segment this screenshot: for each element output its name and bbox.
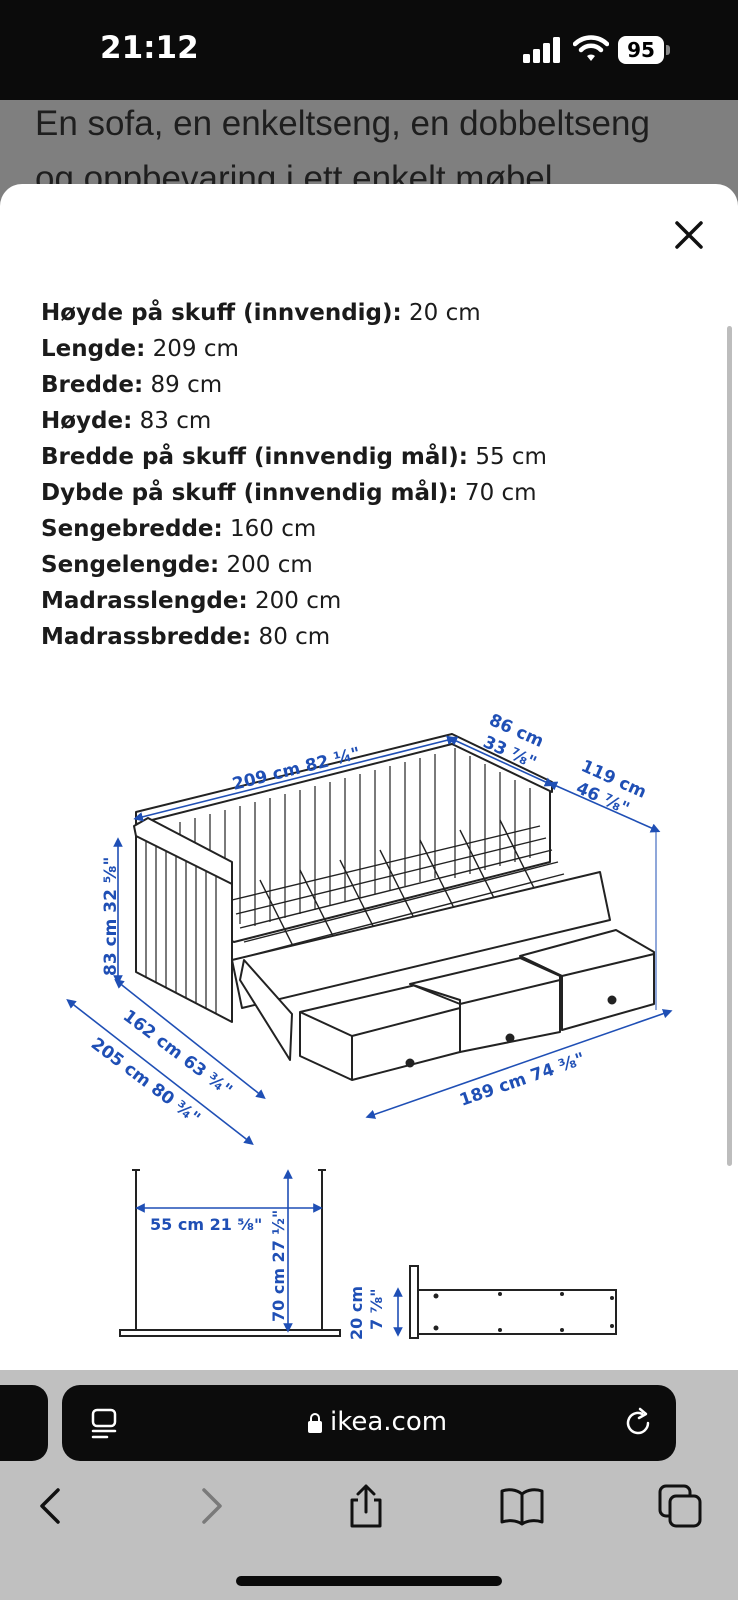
spec-label: Sengelengde: xyxy=(41,552,220,578)
battery-level: 95 xyxy=(618,36,664,64)
spec-value: 70 cm xyxy=(457,480,537,506)
status-bar: 21:12 95 xyxy=(0,0,738,100)
drawer-top-view xyxy=(119,1169,341,1337)
spec-label: Bredde: xyxy=(41,372,144,398)
spec-row: Bredde: 89 cm xyxy=(41,367,701,403)
drawer-side-view xyxy=(409,1265,617,1339)
wifi-icon xyxy=(573,35,609,61)
browser-toolbar: ikea.com xyxy=(0,1370,738,1600)
spec-row: Madrassbredde: 80 cm xyxy=(41,619,701,655)
spec-row: Høyde på skuff (innvendig): 20 cm xyxy=(41,295,701,331)
spec-value: 80 cm xyxy=(251,624,331,650)
reader-view-icon[interactable] xyxy=(90,1407,120,1439)
spec-label: Bredde på skuff (innvendig mål): xyxy=(41,444,469,470)
drawer-height-cm-label: 20 cm xyxy=(347,1286,366,1340)
spec-value: 55 cm xyxy=(468,444,547,470)
spec-value: 160 cm xyxy=(222,516,317,542)
height-label: 83 cm 32 ⅝" xyxy=(101,857,121,976)
spec-label: Sengebredde: xyxy=(41,516,223,542)
address-bar[interactable]: ikea.com xyxy=(62,1385,676,1461)
spec-row: Lengde: 209 cm xyxy=(41,331,701,367)
bookmarks-icon[interactable] xyxy=(498,1482,546,1530)
product-dimension-diagram: 209 cm 82 ¼" 86 cm 33 ⅞" 119 cm 46 ⅞" 83… xyxy=(66,710,673,1340)
close-icon[interactable] xyxy=(665,211,715,261)
spec-value: 89 cm xyxy=(143,372,223,398)
battery-icon: 95 xyxy=(618,36,670,64)
spec-value: 20 cm xyxy=(401,300,481,326)
spec-value: 209 cm xyxy=(145,336,239,362)
spec-value: 200 cm xyxy=(219,552,313,578)
spec-label: Lengde: xyxy=(41,336,146,362)
spec-label: Høyde på skuff (innvendig): xyxy=(41,300,402,326)
share-icon[interactable] xyxy=(342,1482,390,1530)
spec-row: Dybde på skuff (innvendig mål): 70 cm xyxy=(41,475,701,511)
drawer-run-label: 189 cm 74 ⅜" xyxy=(457,1049,588,1111)
spec-row: Høyde: 83 cm xyxy=(41,403,701,439)
background-line-1: En sofa, en enkeltseng, en dobbeltseng xyxy=(35,104,650,143)
back-icon[interactable] xyxy=(28,1482,76,1530)
drawer-depth-label: 70 cm 27 ½" xyxy=(269,1210,288,1322)
spec-row: Bredde på skuff (innvendig mål): 55 cm xyxy=(41,439,701,475)
spec-label: Madrassbredde: xyxy=(41,624,252,650)
tabs-icon[interactable] xyxy=(656,1482,704,1530)
spec-row: Sengelengde: 200 cm xyxy=(41,547,701,583)
dimension-lines xyxy=(66,735,673,1145)
spec-label: Dybde på skuff (innvendig mål): xyxy=(41,480,458,506)
drawer-height-in-label: 7 ⅞" xyxy=(367,1288,386,1330)
spec-value: 200 cm xyxy=(247,588,342,614)
spec-row: Madrasslengde: 200 cm xyxy=(41,583,701,619)
home-indicator[interactable] xyxy=(236,1576,502,1586)
lock-icon xyxy=(308,1413,322,1433)
forward-icon[interactable] xyxy=(186,1482,234,1530)
cellular-signal-icon xyxy=(523,37,560,63)
drawer-width-label: 55 cm 21 ⅝" xyxy=(150,1215,262,1234)
spec-label: Høyde: xyxy=(41,408,133,434)
reload-icon[interactable] xyxy=(622,1407,654,1439)
daybed-drawing xyxy=(133,733,655,1081)
spec-row: Sengebredde: 160 cm xyxy=(41,511,701,547)
scrollbar[interactable] xyxy=(727,326,732,1166)
url-text[interactable]: ikea.com xyxy=(330,1407,448,1437)
spec-label: Madrasslengde: xyxy=(41,588,248,614)
previous-tab-preview[interactable] xyxy=(0,1385,48,1461)
spec-value: 83 cm xyxy=(132,408,212,434)
status-time: 21:12 xyxy=(100,30,199,66)
